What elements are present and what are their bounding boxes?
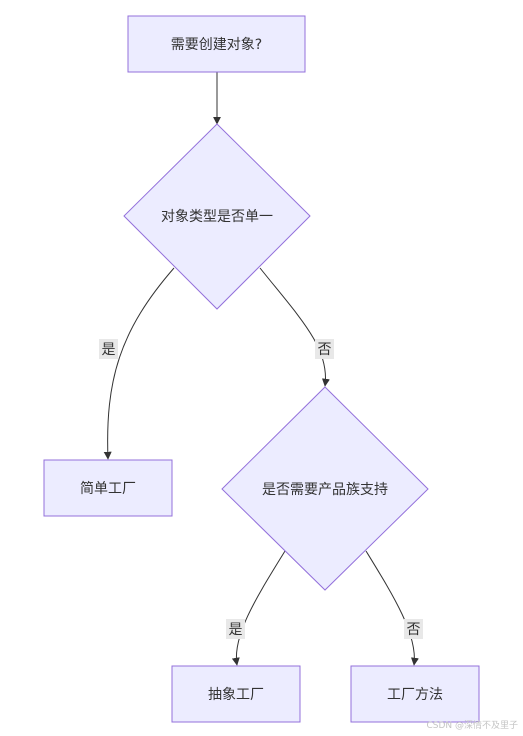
node-start: 需要创建对象? [127, 15, 306, 73]
node-simple-factory-label: 简单工厂 [80, 480, 136, 497]
node-factory-method-label: 工厂方法 [387, 687, 443, 703]
edge-family-yes [231, 550, 286, 666]
node-abstract-factory-label: 抽象工厂 [208, 687, 264, 703]
node-simple-factory: 简单工厂 [43, 459, 173, 517]
edge-label-single-no: 否 [315, 339, 334, 359]
node-decision-product-family-label: 是否需要产品族支持 [262, 482, 388, 498]
node-decision-product-family: 是否需要产品族支持 [221, 386, 429, 591]
edge-single-no [259, 267, 330, 387]
svg-text:否: 否 [318, 342, 332, 358]
svg-text:是: 是 [229, 622, 243, 638]
svg-text:否: 否 [407, 622, 421, 638]
node-abstract-factory: 抽象工厂 [171, 665, 301, 723]
node-decision-single-type: 对象类型是否单一 [123, 123, 311, 310]
edge-label-family-yes: 是 [226, 619, 245, 639]
node-factory-method: 工厂方法 [350, 665, 480, 723]
svg-text:是: 是 [102, 342, 116, 358]
edge-label-single-yes: 是 [99, 339, 118, 359]
edge-single-yes [103, 267, 175, 460]
edge-label-family-no: 否 [404, 619, 423, 639]
watermark: CSDN @深情不及里子 [426, 719, 518, 731]
node-decision-single-type-label: 对象类型是否单一 [161, 209, 273, 225]
edge-family-no [365, 550, 419, 666]
node-start-label: 需要创建对象? [171, 37, 262, 53]
